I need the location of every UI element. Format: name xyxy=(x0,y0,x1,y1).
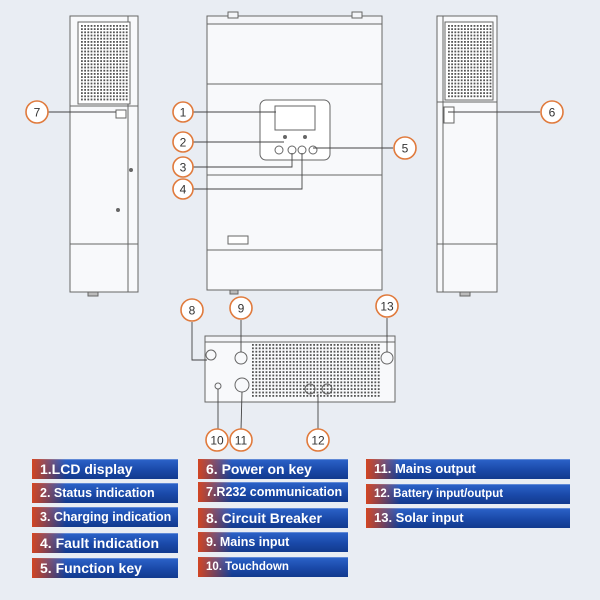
callout-13: 13 xyxy=(375,294,399,318)
legend-lcd-display: 1.LCD display xyxy=(32,459,178,479)
legend-battery-input-output: 12. Battery input/output xyxy=(366,484,570,504)
svg-text:5: 5 xyxy=(402,142,409,156)
callout-1: 1 xyxy=(172,101,194,123)
legend-solar-input: 13. Solar input xyxy=(366,508,570,528)
callout-8: 8 xyxy=(180,298,204,322)
callout-3: 3 xyxy=(172,156,194,178)
right-vent-grille xyxy=(448,25,492,98)
legend-power-on-key: 6. Power on key xyxy=(198,459,348,479)
bottom-vent-grille xyxy=(252,344,380,397)
svg-text:6: 6 xyxy=(549,106,556,120)
svg-text:3: 3 xyxy=(180,161,187,175)
svg-text:9: 9 xyxy=(238,302,245,316)
svg-text:13: 13 xyxy=(380,300,394,314)
legend-circuit-breaker: 8. Circuit Breaker xyxy=(198,508,348,528)
callout-9: 9 xyxy=(229,296,253,320)
svg-text:4: 4 xyxy=(180,183,187,197)
callout-10: 10 xyxy=(205,428,229,452)
leader-lines xyxy=(48,111,540,431)
svg-text:10: 10 xyxy=(210,434,224,448)
svg-text:8: 8 xyxy=(189,304,196,318)
callout-4: 4 xyxy=(172,178,194,200)
callout-5: 5 xyxy=(393,136,417,160)
legend-mains-input: 9. Mains input xyxy=(198,532,348,552)
front-view xyxy=(206,11,383,295)
callout-6: 6 xyxy=(540,100,564,124)
svg-text:7: 7 xyxy=(34,106,41,120)
callout-12: 12 xyxy=(306,428,330,452)
callout-2: 2 xyxy=(172,131,194,153)
svg-text:11: 11 xyxy=(235,434,248,448)
legend-touchdown: 10. Touchdown xyxy=(198,557,348,577)
callout-11: 11 xyxy=(229,428,253,452)
left-vent-grille xyxy=(81,25,128,101)
svg-text:2: 2 xyxy=(180,136,187,150)
legend-r232-communication: 7.R232 communication xyxy=(198,482,348,502)
legend: 1.LCD display 2. Status indication 3. Ch… xyxy=(0,456,600,600)
legend-charging-indication: 3. Charging indication xyxy=(32,507,178,527)
callout-7: 7 xyxy=(25,100,49,124)
legend-mains-output: 11. Mains output xyxy=(366,459,570,479)
legend-status-indication: 2. Status indication xyxy=(32,483,178,503)
svg-text:12: 12 xyxy=(311,434,325,448)
svg-text:1: 1 xyxy=(180,106,187,120)
legend-function-key: 5. Function key xyxy=(32,558,178,578)
legend-fault-indication: 4. Fault indication xyxy=(32,533,178,553)
